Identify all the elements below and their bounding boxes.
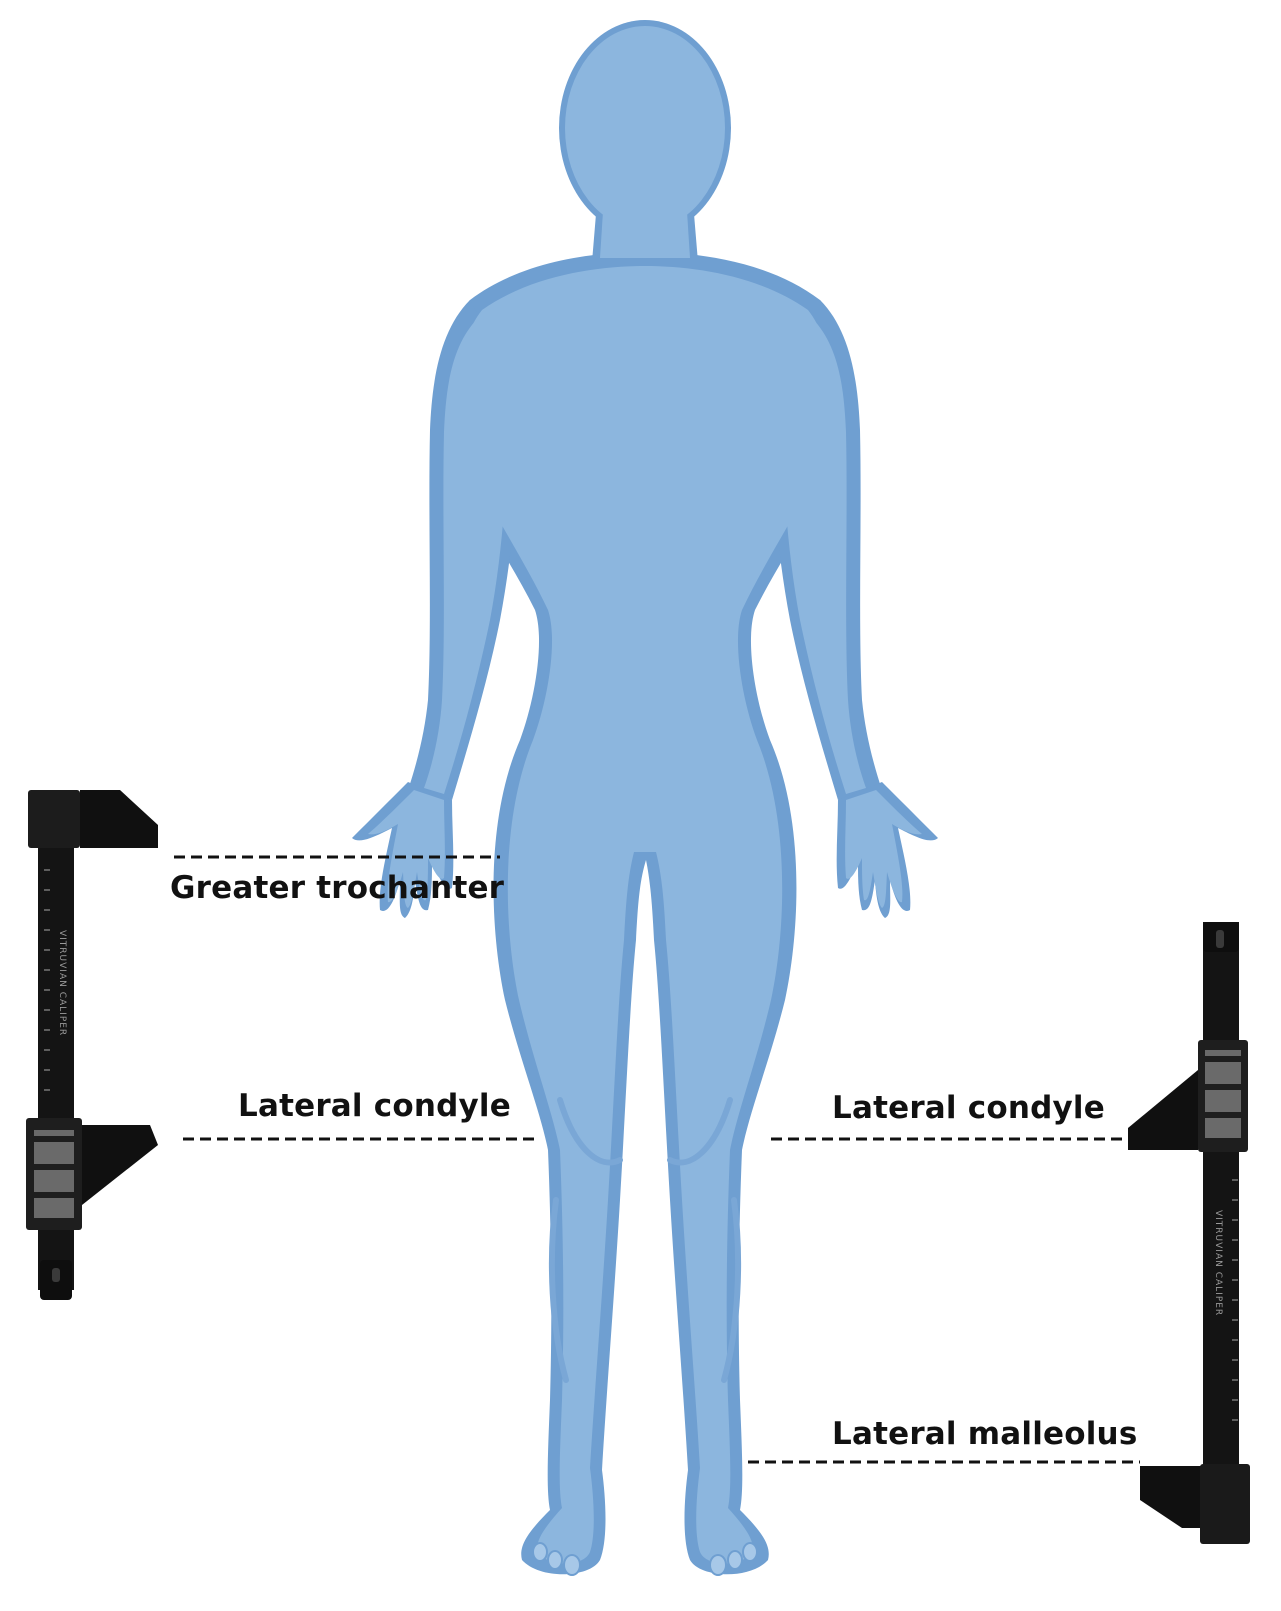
left-caliper: VITRUVIAN CALIPER xyxy=(26,790,158,1300)
caliper-brand-text: VITRUVIAN CALIPER xyxy=(1213,1210,1223,1316)
lateral-malleolus-label: Lateral malleolus xyxy=(832,1416,1138,1452)
caliper-brand-text: VITRUVIAN CALIPER xyxy=(57,930,67,1036)
lateral-condyle-right-label: Lateral condyle xyxy=(832,1090,1105,1126)
human-body-figure xyxy=(352,20,938,1576)
right-caliper: VITRUVIAN CALIPER xyxy=(1128,922,1250,1544)
caliper-scale-ticks xyxy=(44,869,50,1091)
caliper-slider-print xyxy=(1205,1050,1241,1138)
lateral-condyle-left-label: Lateral condyle xyxy=(238,1088,511,1124)
caliper-slider-print xyxy=(34,1130,74,1218)
greater-trochanter-label: Greater trochanter xyxy=(170,870,505,906)
caliper-scale-ticks xyxy=(1232,1179,1238,1421)
